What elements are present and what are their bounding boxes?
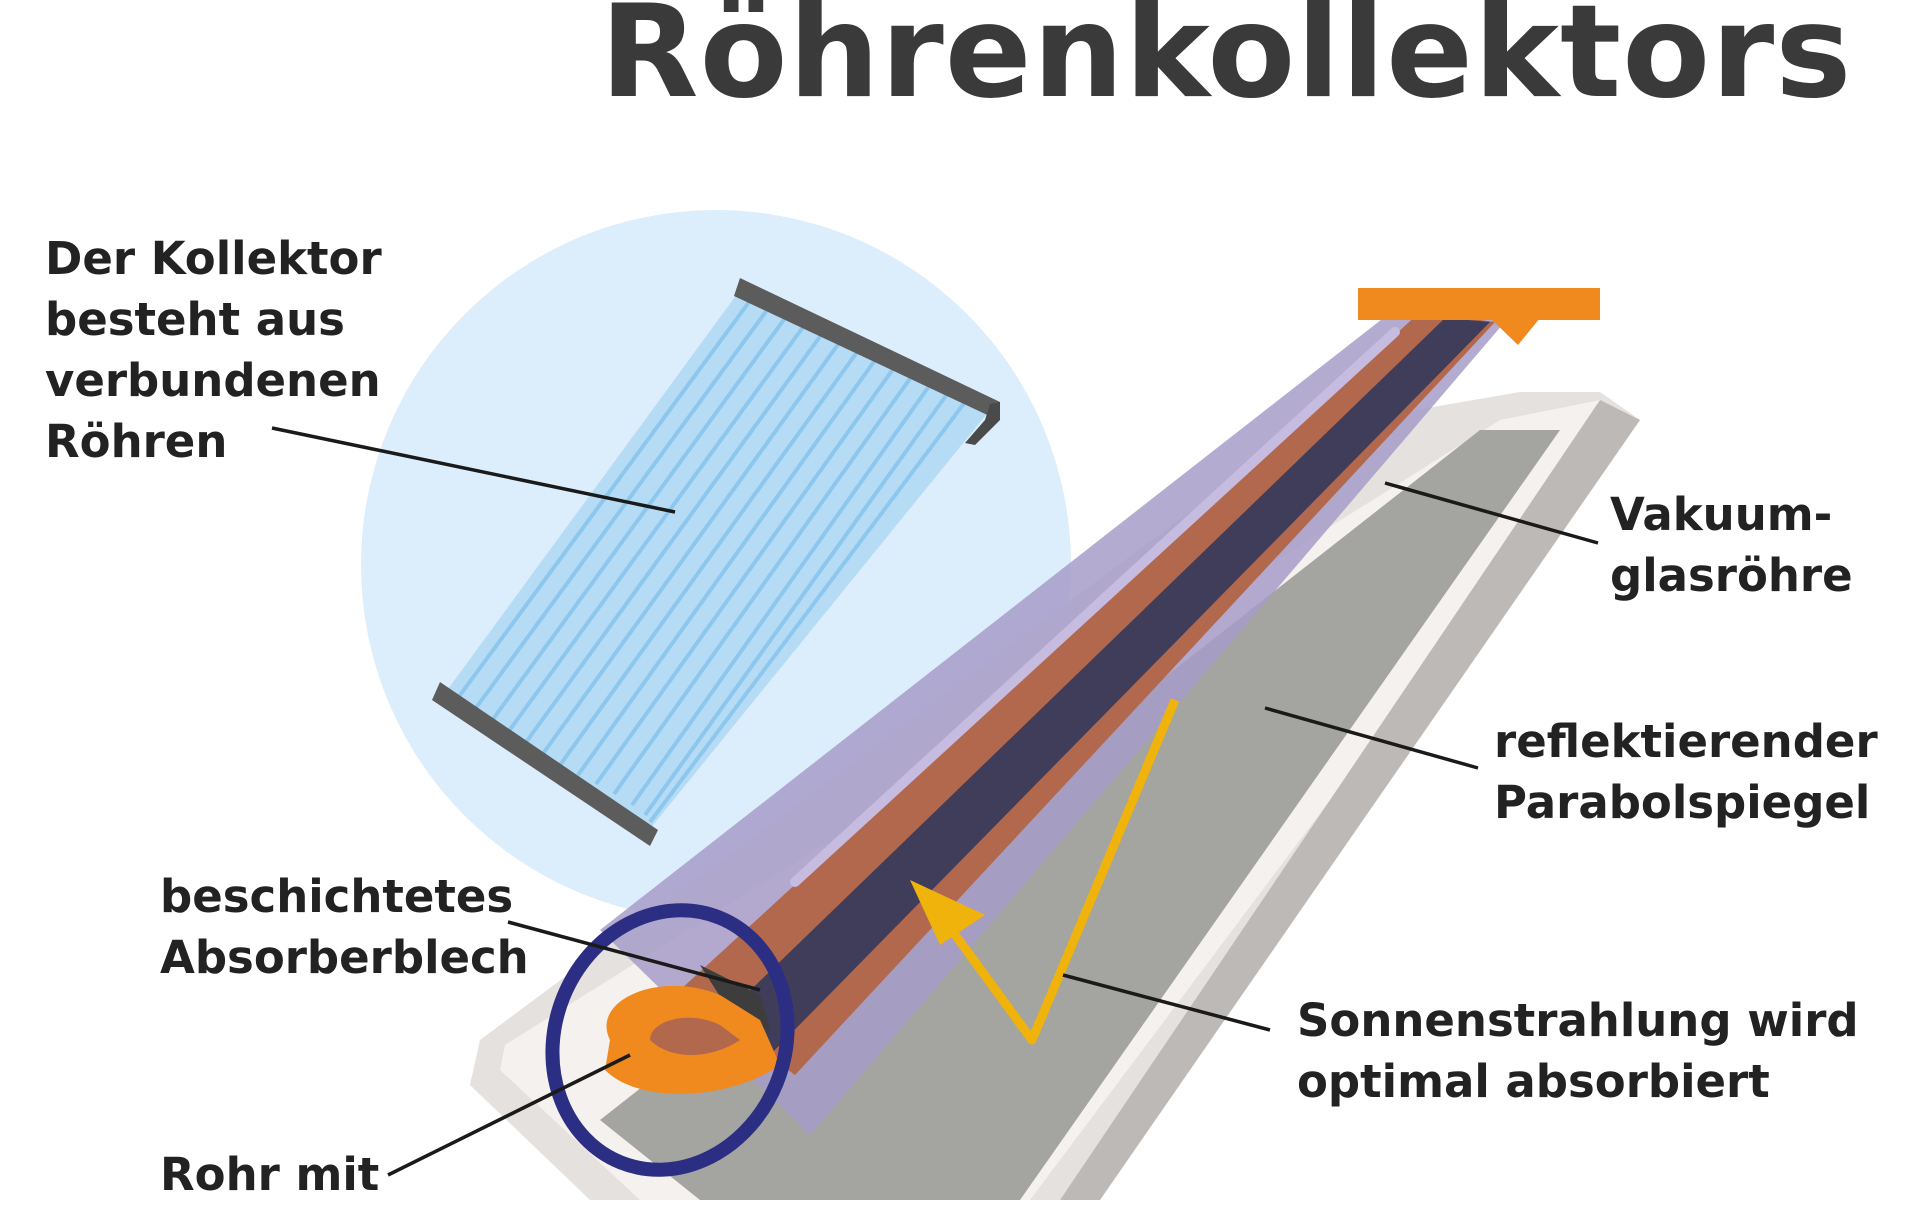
leader-pipe bbox=[387, 1053, 631, 1177]
panel-bottom-bar bbox=[432, 682, 658, 846]
label-parabolic-mirror: reflektierender Parabolspiegel bbox=[1494, 711, 1878, 833]
leader-lines bbox=[271, 426, 1599, 1177]
sun-ray bbox=[910, 698, 1180, 1045]
label-collector: Der Kollektor besteht aus verbundenen Rö… bbox=[45, 228, 382, 472]
label-collector-line-3: verbundenen bbox=[45, 354, 381, 407]
leader-sun bbox=[1062, 973, 1271, 1032]
panel-tubes bbox=[450, 296, 970, 824]
leader-vacuum bbox=[1384, 481, 1599, 545]
label-vacuum-line-2: glasröhre bbox=[1610, 549, 1853, 602]
diagram-title: Röhrenkollektors bbox=[600, 0, 1853, 127]
label-absorber-line-2: Absorberblech bbox=[160, 931, 529, 984]
orange-header bbox=[1358, 288, 1600, 345]
collector-panel bbox=[432, 278, 1000, 846]
label-vacuum-line-1: Vakuum- bbox=[1610, 488, 1833, 541]
leader-collector bbox=[271, 426, 676, 514]
label-pipe: Rohr mit bbox=[160, 1144, 379, 1205]
leader-mirror bbox=[1264, 706, 1479, 770]
glass-tube-ring bbox=[545, 903, 795, 1177]
label-sun-radiation: Sonnenstrahlung wird optimal absorbiert bbox=[1297, 990, 1859, 1112]
label-absorber-line-1: beschichtetes bbox=[160, 870, 514, 923]
absorber-plate-end bbox=[700, 965, 770, 1030]
orange-pipe-loop bbox=[605, 985, 780, 1094]
label-sun-line-2: optimal absorbiert bbox=[1297, 1055, 1770, 1108]
label-pipe-line-1: Rohr mit bbox=[160, 1148, 380, 1201]
label-mirror-line-2: Parabolspiegel bbox=[1494, 776, 1871, 829]
label-mirror-line-1: reflektierender bbox=[1494, 715, 1878, 768]
label-collector-line-2: besteht aus bbox=[45, 293, 345, 346]
panel-header-bar bbox=[734, 278, 1000, 445]
label-collector-line-1: Der Kollektor bbox=[45, 232, 382, 285]
label-sun-line-1: Sonnenstrahlung wird bbox=[1297, 994, 1859, 1047]
label-collector-line-4: Röhren bbox=[45, 415, 228, 468]
label-vacuum-tube: Vakuum- glasröhre bbox=[1610, 484, 1853, 606]
leader-absorber bbox=[507, 920, 761, 992]
label-absorber-plate: beschichtetes Absorberblech bbox=[160, 866, 529, 988]
copper-pipe bbox=[680, 312, 1495, 1075]
